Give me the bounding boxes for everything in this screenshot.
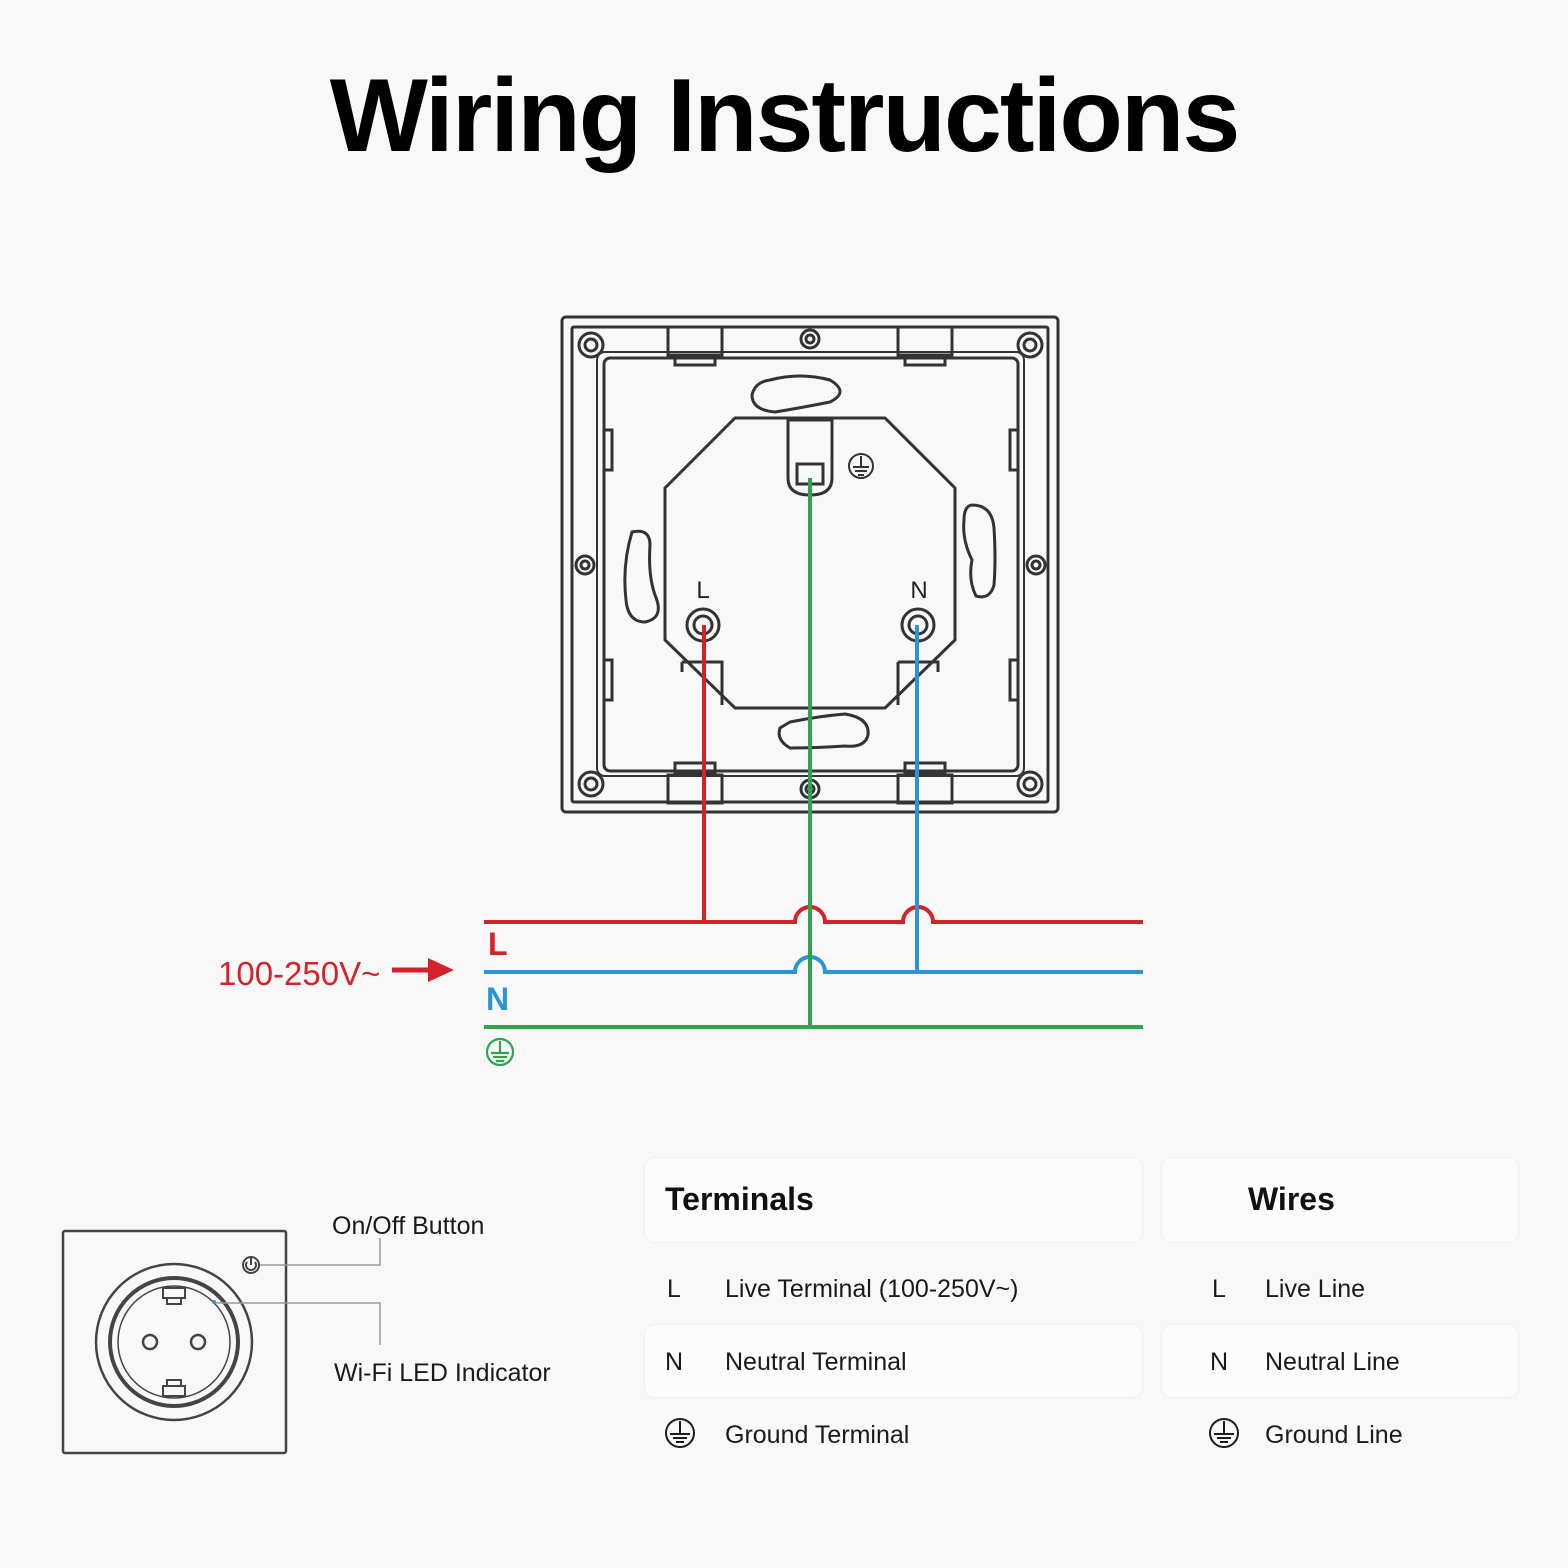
bus-ground-icon	[485, 1037, 515, 1067]
on-off-button-label: On/Off Button	[332, 1212, 484, 1240]
wires-symbol-n: N	[1210, 1348, 1229, 1376]
neutral-wire	[484, 955, 1143, 974]
terminal-n-label: N	[910, 577, 927, 604]
wires-row-ground: Ground Line	[1265, 1421, 1403, 1449]
terminals-row-neutral: Neutral Terminal	[725, 1348, 907, 1376]
bus-l-label: L	[488, 926, 508, 962]
socket-front-view	[61, 1229, 288, 1455]
wires-row-neutral: Neutral Line	[1265, 1348, 1400, 1376]
arrow-right-icon	[392, 958, 454, 982]
ground-icon	[665, 1418, 695, 1448]
terminals-title: Terminals	[665, 1181, 814, 1217]
wires-row-panel	[1162, 1325, 1518, 1397]
page-title: Wiring Instructions	[329, 58, 1241, 174]
power-icon	[242, 1256, 260, 1274]
terminals-row-live: Live Terminal (100-250V~)	[725, 1275, 1019, 1303]
ground-icon	[1209, 1418, 1239, 1448]
terminals-symbol-l: L	[667, 1275, 681, 1303]
wires-row-live: Live Line	[1265, 1275, 1366, 1303]
terminals-symbol-n: N	[665, 1348, 684, 1376]
callout-lines	[216, 1238, 381, 1345]
live-wire	[484, 905, 1143, 924]
wires-symbol-l: L	[1212, 1275, 1226, 1303]
wires-title: Wires	[1248, 1181, 1335, 1217]
wifi-led-label: Wi-Fi LED Indicator	[334, 1359, 551, 1387]
terminals-row-ground: Ground Terminal	[725, 1421, 910, 1449]
voltage-label: 100-250V~	[218, 955, 380, 992]
module-ground-icon	[848, 453, 874, 479]
wires-header-panel	[1162, 1158, 1518, 1242]
terminals-row-panel	[645, 1325, 1142, 1397]
terminal-l-label: L	[696, 577, 709, 604]
wifi-led-dot	[212, 1300, 216, 1304]
terminals-header-panel	[645, 1158, 1142, 1242]
bus-n-label: N	[486, 981, 509, 1017]
